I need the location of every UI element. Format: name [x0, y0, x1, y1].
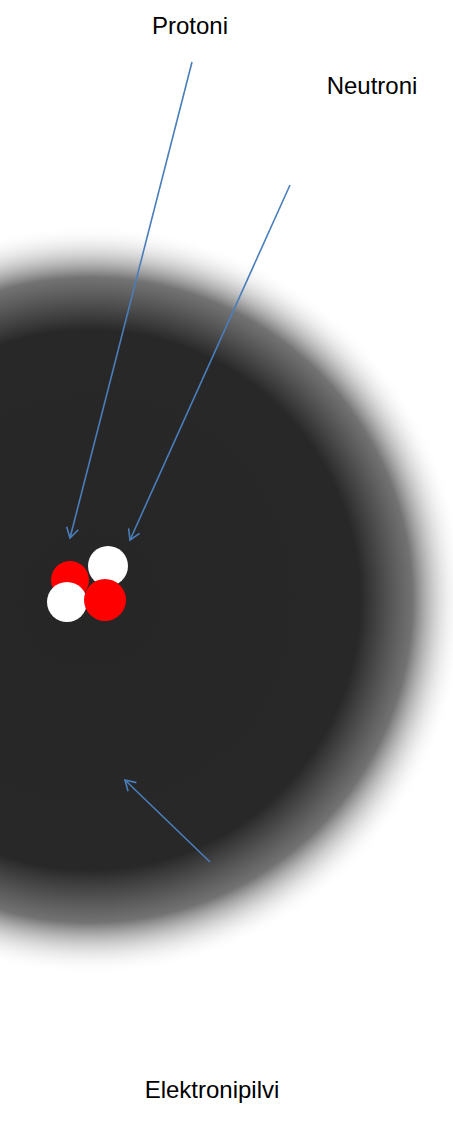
- leader-line: [130, 185, 290, 540]
- nucleus: [47, 546, 128, 622]
- proton: [84, 579, 126, 621]
- part-label: Neutroni: [327, 72, 418, 101]
- part-label: Elektronipilvi: [145, 1076, 280, 1105]
- neutron: [47, 582, 87, 622]
- electron-cloud: [0, 225, 453, 975]
- leader-line: [70, 62, 192, 538]
- part-label: Protoni: [152, 12, 228, 41]
- leader-line: [125, 780, 210, 862]
